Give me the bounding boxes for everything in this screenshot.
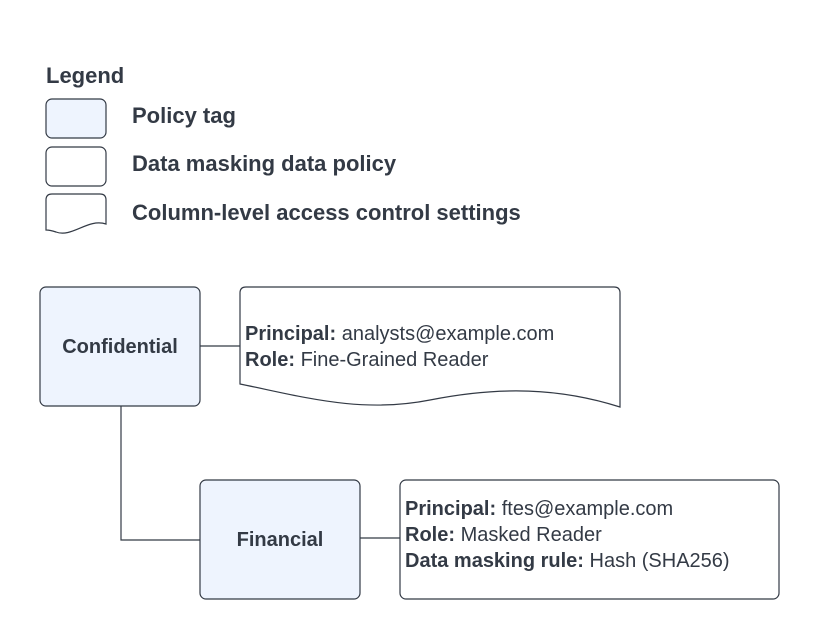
- data-masking-policy-shape: [399, 479, 780, 600]
- masking-rule-value: Hash (SHA256): [589, 550, 730, 572]
- access-role-line: Role: Fine-Grained Reader: [245, 347, 554, 373]
- legend-policy-tag-swatch: [45, 98, 107, 139]
- legend-title: Legend: [46, 63, 125, 88]
- access-principal-key: Principal:: [245, 323, 337, 345]
- masking-principal-value: ftes@example.com: [501, 498, 674, 520]
- legend-label-access-control-settings: Column-level access control settings: [132, 200, 521, 225]
- legend-access-control-swatch: [45, 193, 107, 234]
- policy-tag-confidential: [39, 286, 201, 407]
- access-control-details: Principal: analysts@example.com Role: Fi…: [245, 321, 554, 373]
- access-principal-value: analysts@example.com: [341, 323, 555, 345]
- legend-data-masking-policy-swatch: [45, 146, 107, 187]
- policy-tag-financial-label: Financial: [236, 528, 324, 551]
- access-principal-line: Principal: analysts@example.com: [245, 321, 554, 347]
- masking-role-key: Role:: [405, 524, 455, 546]
- policy-tag-confidential-label: Confidential: [62, 335, 178, 358]
- masking-rule-key: Data masking rule:: [405, 550, 584, 572]
- access-role-key: Role:: [245, 349, 295, 371]
- masking-rule-line: Data masking rule: Hash (SHA256): [405, 548, 730, 574]
- legend-label-policy-tag: Policy tag: [132, 103, 236, 128]
- access-role-value: Fine-Grained Reader: [300, 349, 489, 371]
- masking-role-line: Role: Masked Reader: [405, 522, 730, 548]
- masking-policy-details: Principal: ftes@example.com Role: Masked…: [405, 496, 730, 574]
- connector-confidential-to-financial: [120, 406, 200, 541]
- access-control-settings-shape: [239, 286, 621, 408]
- legend-label-data-masking-policy: Data masking data policy: [132, 151, 397, 176]
- policy-tag-financial: [199, 479, 361, 600]
- masking-principal-line: Principal: ftes@example.com: [405, 496, 730, 522]
- masking-role-value: Masked Reader: [460, 524, 602, 546]
- masking-principal-key: Principal:: [405, 498, 497, 520]
